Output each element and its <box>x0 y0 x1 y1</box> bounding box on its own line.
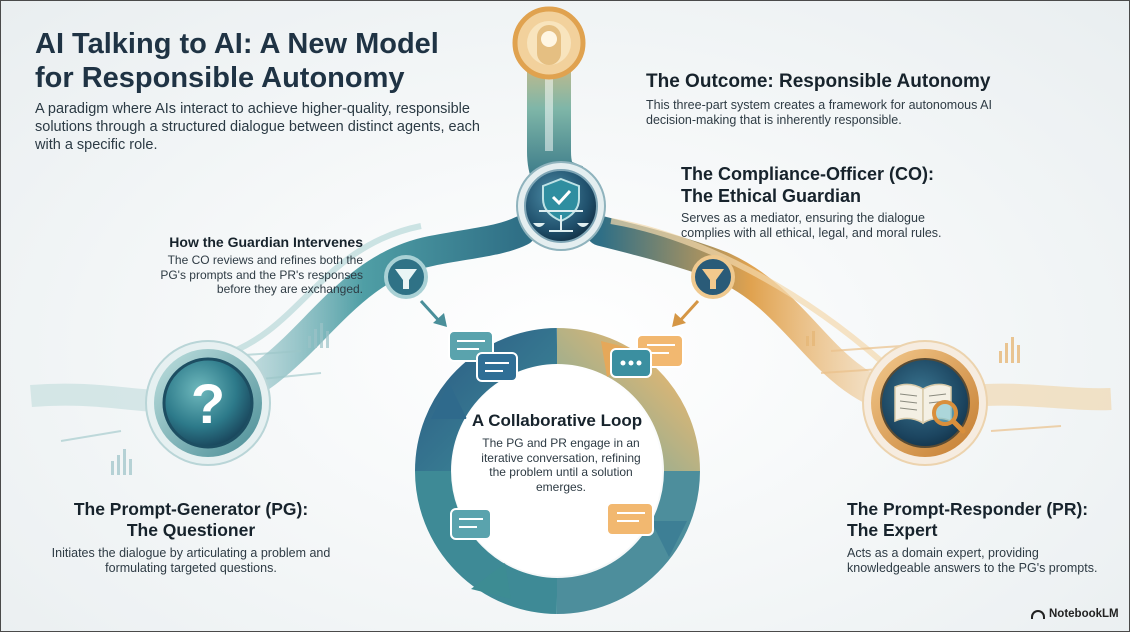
notebooklm-brand: NotebookLM <box>1031 608 1119 620</box>
pr-heading-line-2: The Expert <box>847 520 938 540</box>
title-line-1: AI Talking to AI: A New Model <box>35 28 439 60</box>
guardian-heading: How the Guardian Intervenes <box>169 234 363 250</box>
outcome-body: This three-part system creates a framewo… <box>646 98 992 127</box>
chat-bubble-icon <box>450 508 492 540</box>
chat-bubble-icon <box>610 334 684 378</box>
pr-body: Acts as a domain expert, providing knowl… <box>847 546 1098 575</box>
co-heading-line-1: The Compliance-Officer (CO): <box>681 164 935 184</box>
co-heading-line-2: The Ethical Guardian <box>681 186 862 206</box>
outcome-heading: The Outcome: Responsible Autonomy <box>646 71 991 92</box>
co-heading: The Compliance-Officer (CO): The Ethical… <box>681 163 981 207</box>
page-title: AI Talking to AI: A New Model for Respon… <box>35 27 495 95</box>
loop-body: The PG and PR engage in an iterative con… <box>481 436 641 494</box>
notebooklm-logo-icon <box>1031 609 1045 619</box>
question-mark-icon: ? <box>145 340 271 466</box>
bar-chart-decoration-left <box>111 323 329 475</box>
right-pipe <box>586 216 916 416</box>
lightbulb-node-icon <box>512 6 586 80</box>
shield-scales-icon <box>516 161 606 251</box>
funnel-icon <box>384 255 428 299</box>
pr-heading: The Prompt-Responder (PR): The Expert <box>847 499 1117 541</box>
chat-bubble-icon <box>606 502 654 536</box>
brand-label: NotebookLM <box>1049 608 1119 620</box>
co-body: Serves as a mediator, ensuring the dialo… <box>681 211 942 240</box>
funnel-icon <box>691 255 735 299</box>
intro-text: A paradigm where AIs interact to achieve… <box>35 101 480 153</box>
chat-bubble-icon <box>448 330 518 382</box>
book-magnifier-icon <box>862 340 988 466</box>
pr-heading-line-1: The Prompt-Responder (PR): <box>847 499 1089 519</box>
guardian-body: The CO reviews and refines both the PG's… <box>160 253 363 296</box>
pg-body: Initiates the dialogue by articulating a… <box>51 546 331 575</box>
svg-text:?: ? <box>191 372 225 435</box>
title-line-2: for Responsible Autonomy <box>35 62 405 94</box>
loop-heading: A Collaborative Loop <box>471 411 643 430</box>
pg-heading-line-1: The Prompt-Generator (PG): <box>73 499 309 519</box>
pg-heading: The Prompt-Generator (PG): The Questione… <box>61 499 321 541</box>
pg-heading-line-2: The Questioner <box>126 520 256 540</box>
bar-chart-decoration-right <box>806 331 1020 363</box>
